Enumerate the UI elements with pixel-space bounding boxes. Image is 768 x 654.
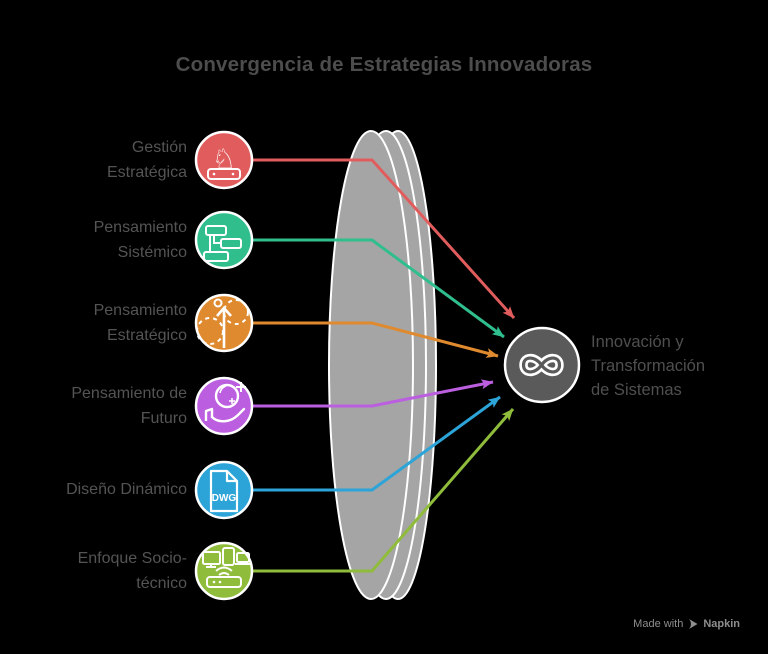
connector-enfoque-sociotecnico (253, 408, 515, 573)
hand-sphere-icon (194, 376, 254, 436)
item-label-gestion-estrategica: Gestión Estratégica (106, 139, 187, 181)
outcome-node (503, 326, 581, 404)
item-label-diseno-dinamico: Diseño Dinámico (66, 481, 187, 498)
infinity-icon (519, 353, 564, 377)
watermark-made-with: Made with (633, 618, 684, 630)
connector-pensamiento-estrategico (253, 321, 499, 358)
item-label-pensamiento-de-futuro: Pensamiento de Futuro (71, 385, 187, 427)
strategy-arrow-icon (194, 293, 254, 353)
svg-text:DWG: DWG (212, 493, 237, 504)
chess-knight-icon: ♘ (194, 130, 254, 190)
item-label-enfoque-sociotecnico: Enfoque Socio- técnico (77, 550, 187, 592)
connector-pensamiento-de-futuro (253, 379, 494, 408)
flowchart-icon (194, 210, 254, 270)
watermark: Made with Napkin (633, 618, 740, 630)
dwg-file-icon: DWG (194, 460, 254, 520)
connector-diseno-dinamico (253, 395, 501, 492)
outcome-label: Innovación y Transformación de Sistemas (591, 333, 706, 399)
lens-shape (328, 130, 437, 600)
item-label-pensamiento-sistemico: Pensamiento Sistémico (93, 219, 187, 261)
item-label-pensamiento-estrategico: Pensamiento Estratégico (93, 302, 187, 344)
watermark-brand: Napkin (703, 618, 740, 630)
connector-pensamiento-sistemico (253, 238, 505, 339)
connectors (253, 158, 516, 573)
devices-network-icon (194, 541, 254, 601)
napkin-logo-icon (689, 619, 698, 629)
diagram-title: Convergencia de Estrategias Innovadoras (175, 53, 593, 76)
connector-gestion-estrategica (253, 158, 516, 320)
